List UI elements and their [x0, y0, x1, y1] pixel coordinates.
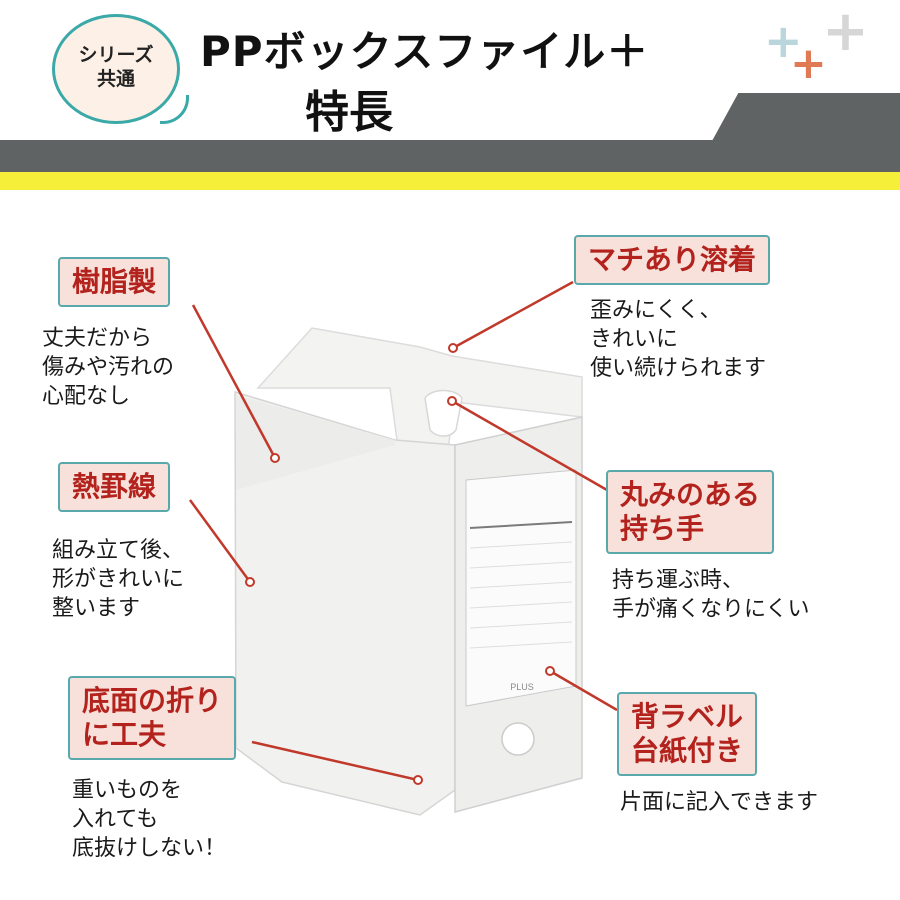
desc-line: 持ち運ぶ時、: [612, 568, 745, 593]
desc-line: 心配なし: [42, 384, 131, 409]
desc-line: 入れても: [72, 807, 159, 832]
feature-desc-spine-label: 片面に記入できます: [620, 788, 818, 817]
feature-label-spine-label: 背ラベル 台紙付き: [617, 692, 758, 776]
desc-line: 傷みや汚れの: [42, 355, 175, 380]
badge-line2: 共通: [96, 68, 135, 90]
label-line: 底面の折り: [82, 684, 223, 717]
leader-line-bottom-fold: [251, 740, 419, 782]
label-line: 持ち手: [620, 512, 705, 545]
leader-line-handle: [451, 399, 608, 492]
desc-line: きれいに: [590, 327, 679, 352]
leader-line-spine-label: [549, 669, 618, 712]
plus-light-blue-icon: +: [764, 14, 803, 68]
leader-dot-handle: [447, 396, 457, 406]
leader-dot-gusset: [448, 343, 458, 353]
label-line: に工夫: [82, 718, 167, 751]
leader-line-resin: [191, 304, 277, 459]
feature-desc-resin: 丈夫だから 傷みや汚れの 心配なし: [42, 324, 174, 411]
feature-label-gusset-weld: マチあり溶着: [574, 235, 771, 285]
header-band-yellow: [0, 172, 900, 190]
label-line: 台紙付き: [631, 734, 744, 767]
feature-desc-bottom-fold: 重いものを 入れても 底抜けしない！: [72, 776, 226, 863]
leader-line-heat-crease: [188, 499, 252, 583]
feature-desc-gusset-weld: 歪みにくく、 きれいに 使い続けられます: [590, 296, 766, 383]
leader-dot-spine-label: [545, 666, 555, 676]
spine-label-rule: [469, 521, 573, 529]
desc-line: 重いものを: [72, 778, 183, 803]
feature-label-handle: 丸みのある 持ち手: [606, 470, 775, 554]
spine-brand-label: PLUS: [510, 682, 534, 692]
desc-line: 手が痛くなりにくい: [612, 597, 810, 622]
desc-line: 歪みにくく、: [590, 298, 722, 323]
desc-line: 使い続けられます: [590, 356, 767, 381]
desc-line: 底抜けしない！: [72, 836, 227, 861]
box-side-body: [234, 390, 456, 816]
series-common-badge: シリーズ 共通: [52, 14, 180, 124]
label-line: 丸みのある: [620, 478, 761, 511]
spine-finger-hole: [501, 722, 535, 756]
leader-dot-bottom-fold: [413, 775, 423, 785]
feature-desc-handle: 持ち運ぶ時、 手が痛くなりにくい: [612, 566, 810, 624]
page-title: PPボックスファイル＋: [200, 27, 650, 76]
page-subtitle: 特長: [305, 87, 393, 138]
leader-dot-resin: [270, 453, 280, 463]
label-line: 背ラベル: [631, 700, 744, 733]
header-band-dark: [712, 93, 900, 141]
desc-line: 形がきれいに: [52, 567, 185, 592]
desc-line: 片面に記入できます: [620, 790, 819, 815]
header-band-gray: [0, 140, 900, 172]
feature-label-resin: 樹脂製: [58, 257, 171, 307]
leader-line-gusset: [452, 280, 574, 350]
spine-label-card: [465, 469, 577, 707]
plus-orange-icon: +: [790, 38, 827, 89]
feature-label-bottom-fold: 底面の折り に工夫: [68, 676, 237, 760]
badge-line1: シリーズ: [78, 44, 154, 66]
desc-line: 組み立て後、: [52, 538, 185, 563]
feature-label-heat-crease: 熱罫線: [58, 462, 171, 512]
box-side-shading: [236, 395, 395, 490]
leader-dot-heat-crease: [245, 577, 255, 587]
feature-desc-heat-crease: 組み立て後、 形がきれいに 整います: [52, 536, 184, 623]
handle-cutout: [424, 389, 463, 437]
plus-gray-icon: +: [822, 0, 869, 64]
desc-line: 整います: [52, 596, 141, 621]
desc-line: 丈夫だから: [42, 326, 153, 351]
